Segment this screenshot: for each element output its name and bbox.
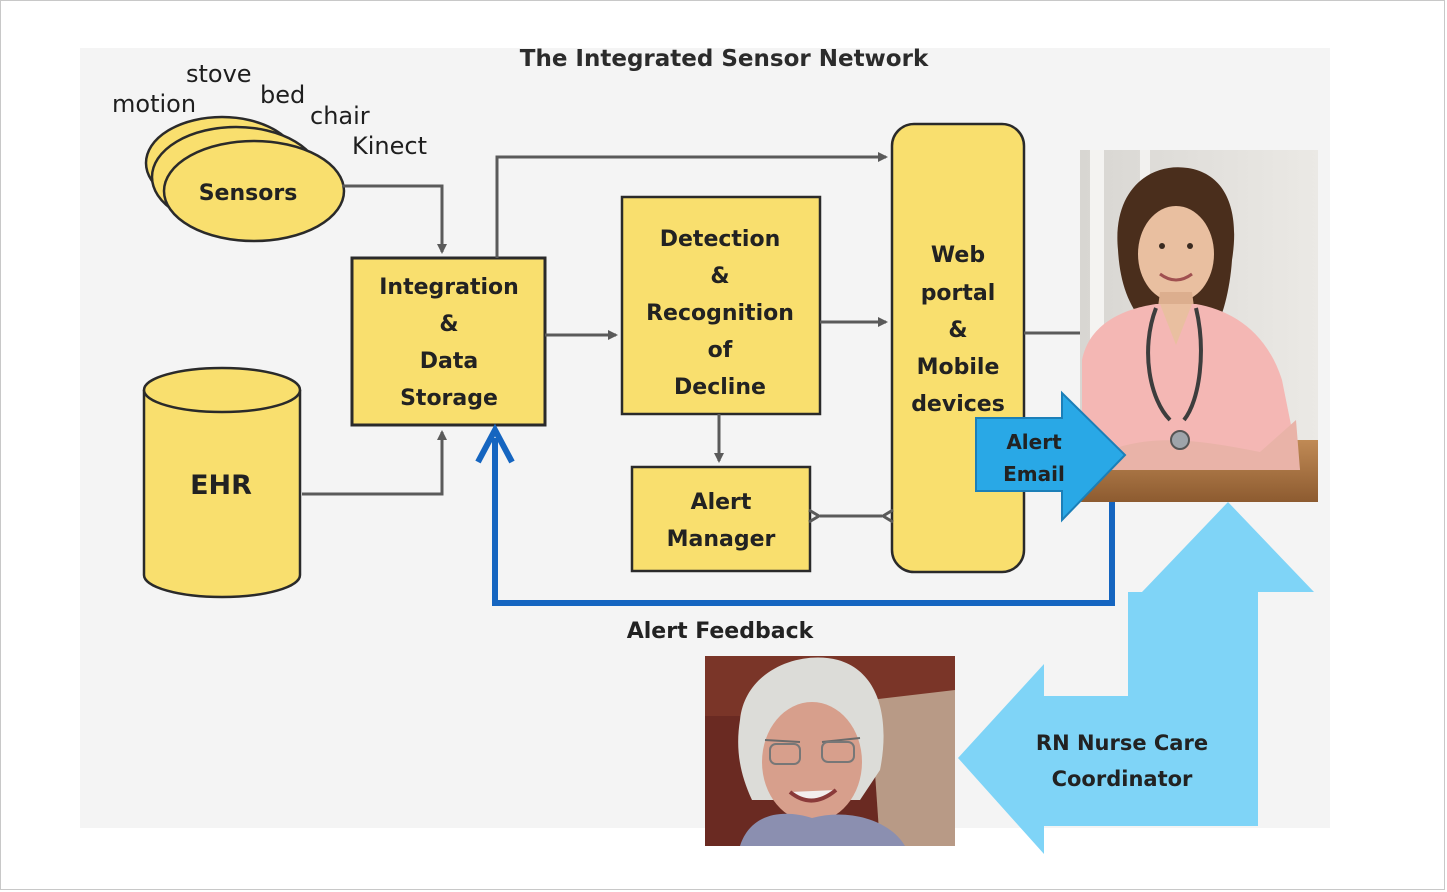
arrow-integration-to-web-portal	[495, 152, 888, 258]
integration-label-line4: Storage	[400, 386, 498, 411]
diagram-title: The Integrated Sensor Network	[520, 46, 929, 72]
rn-coordinator-label-line1: RN Nurse Care	[1036, 731, 1208, 755]
integration-label-line2: &	[439, 312, 458, 337]
arrow-ehr-to-integration	[302, 430, 447, 496]
integration-label-line1: Integration	[379, 275, 519, 300]
sensor-label-chair: chair	[310, 102, 370, 130]
detection-label-line2: &	[710, 264, 729, 289]
detection-node: Detection & Recognition of Decline	[620, 195, 822, 416]
nurse-photo	[1080, 150, 1318, 502]
sensor-label-motion: motion	[112, 90, 196, 118]
rn-coordinator-arrow: RN Nurse Care Coordinator	[958, 502, 1314, 854]
alert-feedback-loop	[475, 423, 1115, 606]
integration-storage-node: Integration & Data Storage	[350, 256, 547, 427]
sensors-node: Sensors	[144, 115, 346, 243]
sensor-label-bed: bed	[260, 81, 305, 109]
alert-manager-node: Alert Manager	[630, 465, 812, 573]
detection-label-line5: Decline	[674, 375, 766, 400]
alert-feedback-label: Alert Feedback	[627, 619, 815, 644]
arrow-sensors-to-integration	[342, 184, 447, 254]
ehr-database-node: EHR	[142, 366, 302, 599]
sensor-label-kinect: Kinect	[352, 132, 427, 160]
web-portal-label-line5: devices	[911, 392, 1005, 417]
gray-connectors	[302, 152, 1080, 516]
integration-label-line3: Data	[420, 349, 478, 374]
web-portal-label-line3: &	[948, 318, 967, 343]
rn-coordinator-label-line2: Coordinator	[1052, 767, 1193, 791]
detection-label-line1: Detection	[660, 227, 781, 252]
web-portal-label-line4: Mobile	[917, 355, 1000, 380]
alert-email-label-line1: Alert	[1006, 430, 1062, 454]
sensors-label: Sensors	[199, 181, 298, 206]
alert-manager-label-line2: Manager	[667, 527, 776, 552]
ehr-label: EHR	[190, 470, 252, 501]
web-portal-label-line1: Web	[931, 243, 985, 268]
web-portal-label-line2: portal	[921, 281, 996, 306]
detection-label-line3: Recognition	[646, 301, 794, 326]
alert-manager-label-line1: Alert	[691, 490, 752, 515]
alert-email-arrow: Alert Email	[975, 390, 1127, 523]
web-portal-node: Web portal & Mobile devices	[890, 122, 1026, 574]
detection-label-line4: of	[708, 338, 733, 363]
alert-email-label-line2: Email	[1003, 462, 1065, 486]
sensor-label-stove: stove	[186, 60, 252, 88]
elderly-resident-photo	[705, 656, 955, 846]
